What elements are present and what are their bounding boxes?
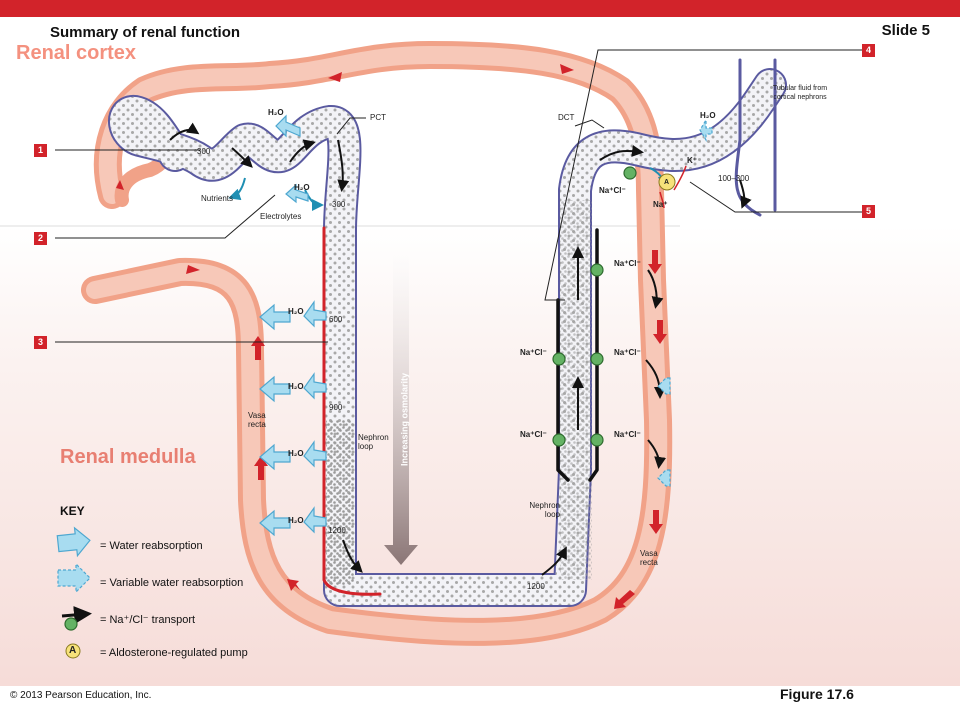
nacl-label-1: Na⁺Cl⁻ [614,259,641,268]
increasing-osmolarity-label: Increasing osmolarity [399,372,410,467]
copyright-notice: © 2013 Pearson Education, Inc. [10,690,152,701]
leader-lines [55,49,862,343]
nacl-label-4: Na⁺Cl⁻ [520,430,547,439]
tubular-flow-arrows [169,122,752,576]
na-label: Na⁺ [653,200,668,209]
step-1-badge: 1 [34,144,47,157]
electrolytes-label: Electrolytes [260,212,302,221]
step-2-badge: 2 [34,232,47,245]
osmolarity-900-label: 900 [329,403,343,412]
nephron-loop-label-right: Nephron loop [529,501,560,519]
nacl-label-3: Na⁺Cl⁻ [614,348,641,357]
osmolarity-1200-label: 1200 [328,526,346,535]
step-4-badge: 4 [862,44,875,57]
nacl-transporters [552,166,637,447]
osmolarity-gradient-arrow [384,245,418,565]
h2o-label-pct: H₂O [268,108,284,117]
medulla-background [0,226,960,686]
nutrients-label: Nutrients [201,194,234,203]
h2o-label-1200: H₂O [288,516,304,525]
osmolarity-300-label: 300 [197,147,211,156]
h2o-label-pct-2: H₂O [294,183,310,192]
nacl-label-dct: Na⁺Cl⁻ [599,186,626,195]
h2o-label-loop: H₂O [288,449,304,458]
top-accent-bar [0,0,960,17]
renal-medulla-label: Renal medulla [60,446,196,468]
key-icons [56,526,92,659]
vasa-recta-label-left: Vasa recta [248,411,266,429]
aldosterone-pump [658,165,687,209]
step-3-badge: 3 [34,336,47,349]
h2o-label-900: H₂O [288,382,304,391]
osmolarity-1200-label-2: 1200 [527,582,545,591]
osmolarity-600-label: 600 [329,315,343,324]
key-title: KEY [60,504,85,518]
slide-number: Slide 5 [881,22,930,39]
variable-water-arrows [657,117,713,487]
step-5-badge: 5 [862,205,875,218]
nephron-tubule [108,58,787,607]
tubular-fluid-label: Tubular fluid from cortical nephrons [772,85,828,101]
pct-label: PCT [370,113,386,122]
key-water-reabsorption: = Water reabsorption [100,540,203,552]
figure-label: Figure 17.6 [780,686,854,702]
key-variable-water: = Variable water reabsorption [100,577,244,589]
h2o-label-600: H₂O [288,307,304,316]
vasa-recta-label-right: Vasa recta [640,549,658,567]
water-reabsorption-arrows [259,114,327,537]
osmolarity-300-label-2: 300 [332,200,346,209]
key-pump-symbol: A [69,645,77,656]
pump-a-label: A [664,179,670,186]
nacl-label-2: Na⁺Cl⁻ [520,348,547,357]
key-aldosterone-pump: = Aldosterone-regulated pump [100,647,248,659]
dct-label: DCT [558,113,575,122]
key-nacl-transport: = Na⁺/Cl⁻ transport [100,614,196,626]
h2o-label-dct: H₂O [700,111,716,120]
slide-title: Summary of renal function [50,24,241,41]
nacl-label-5: Na⁺Cl⁻ [614,430,641,439]
k-label: K⁺ [687,156,697,165]
nephron-loop-label-left: Nephron loop [358,433,389,451]
renal-cortex-label: Renal cortex [16,42,137,64]
osmolarity-100-300-label: 100–300 [718,174,750,183]
